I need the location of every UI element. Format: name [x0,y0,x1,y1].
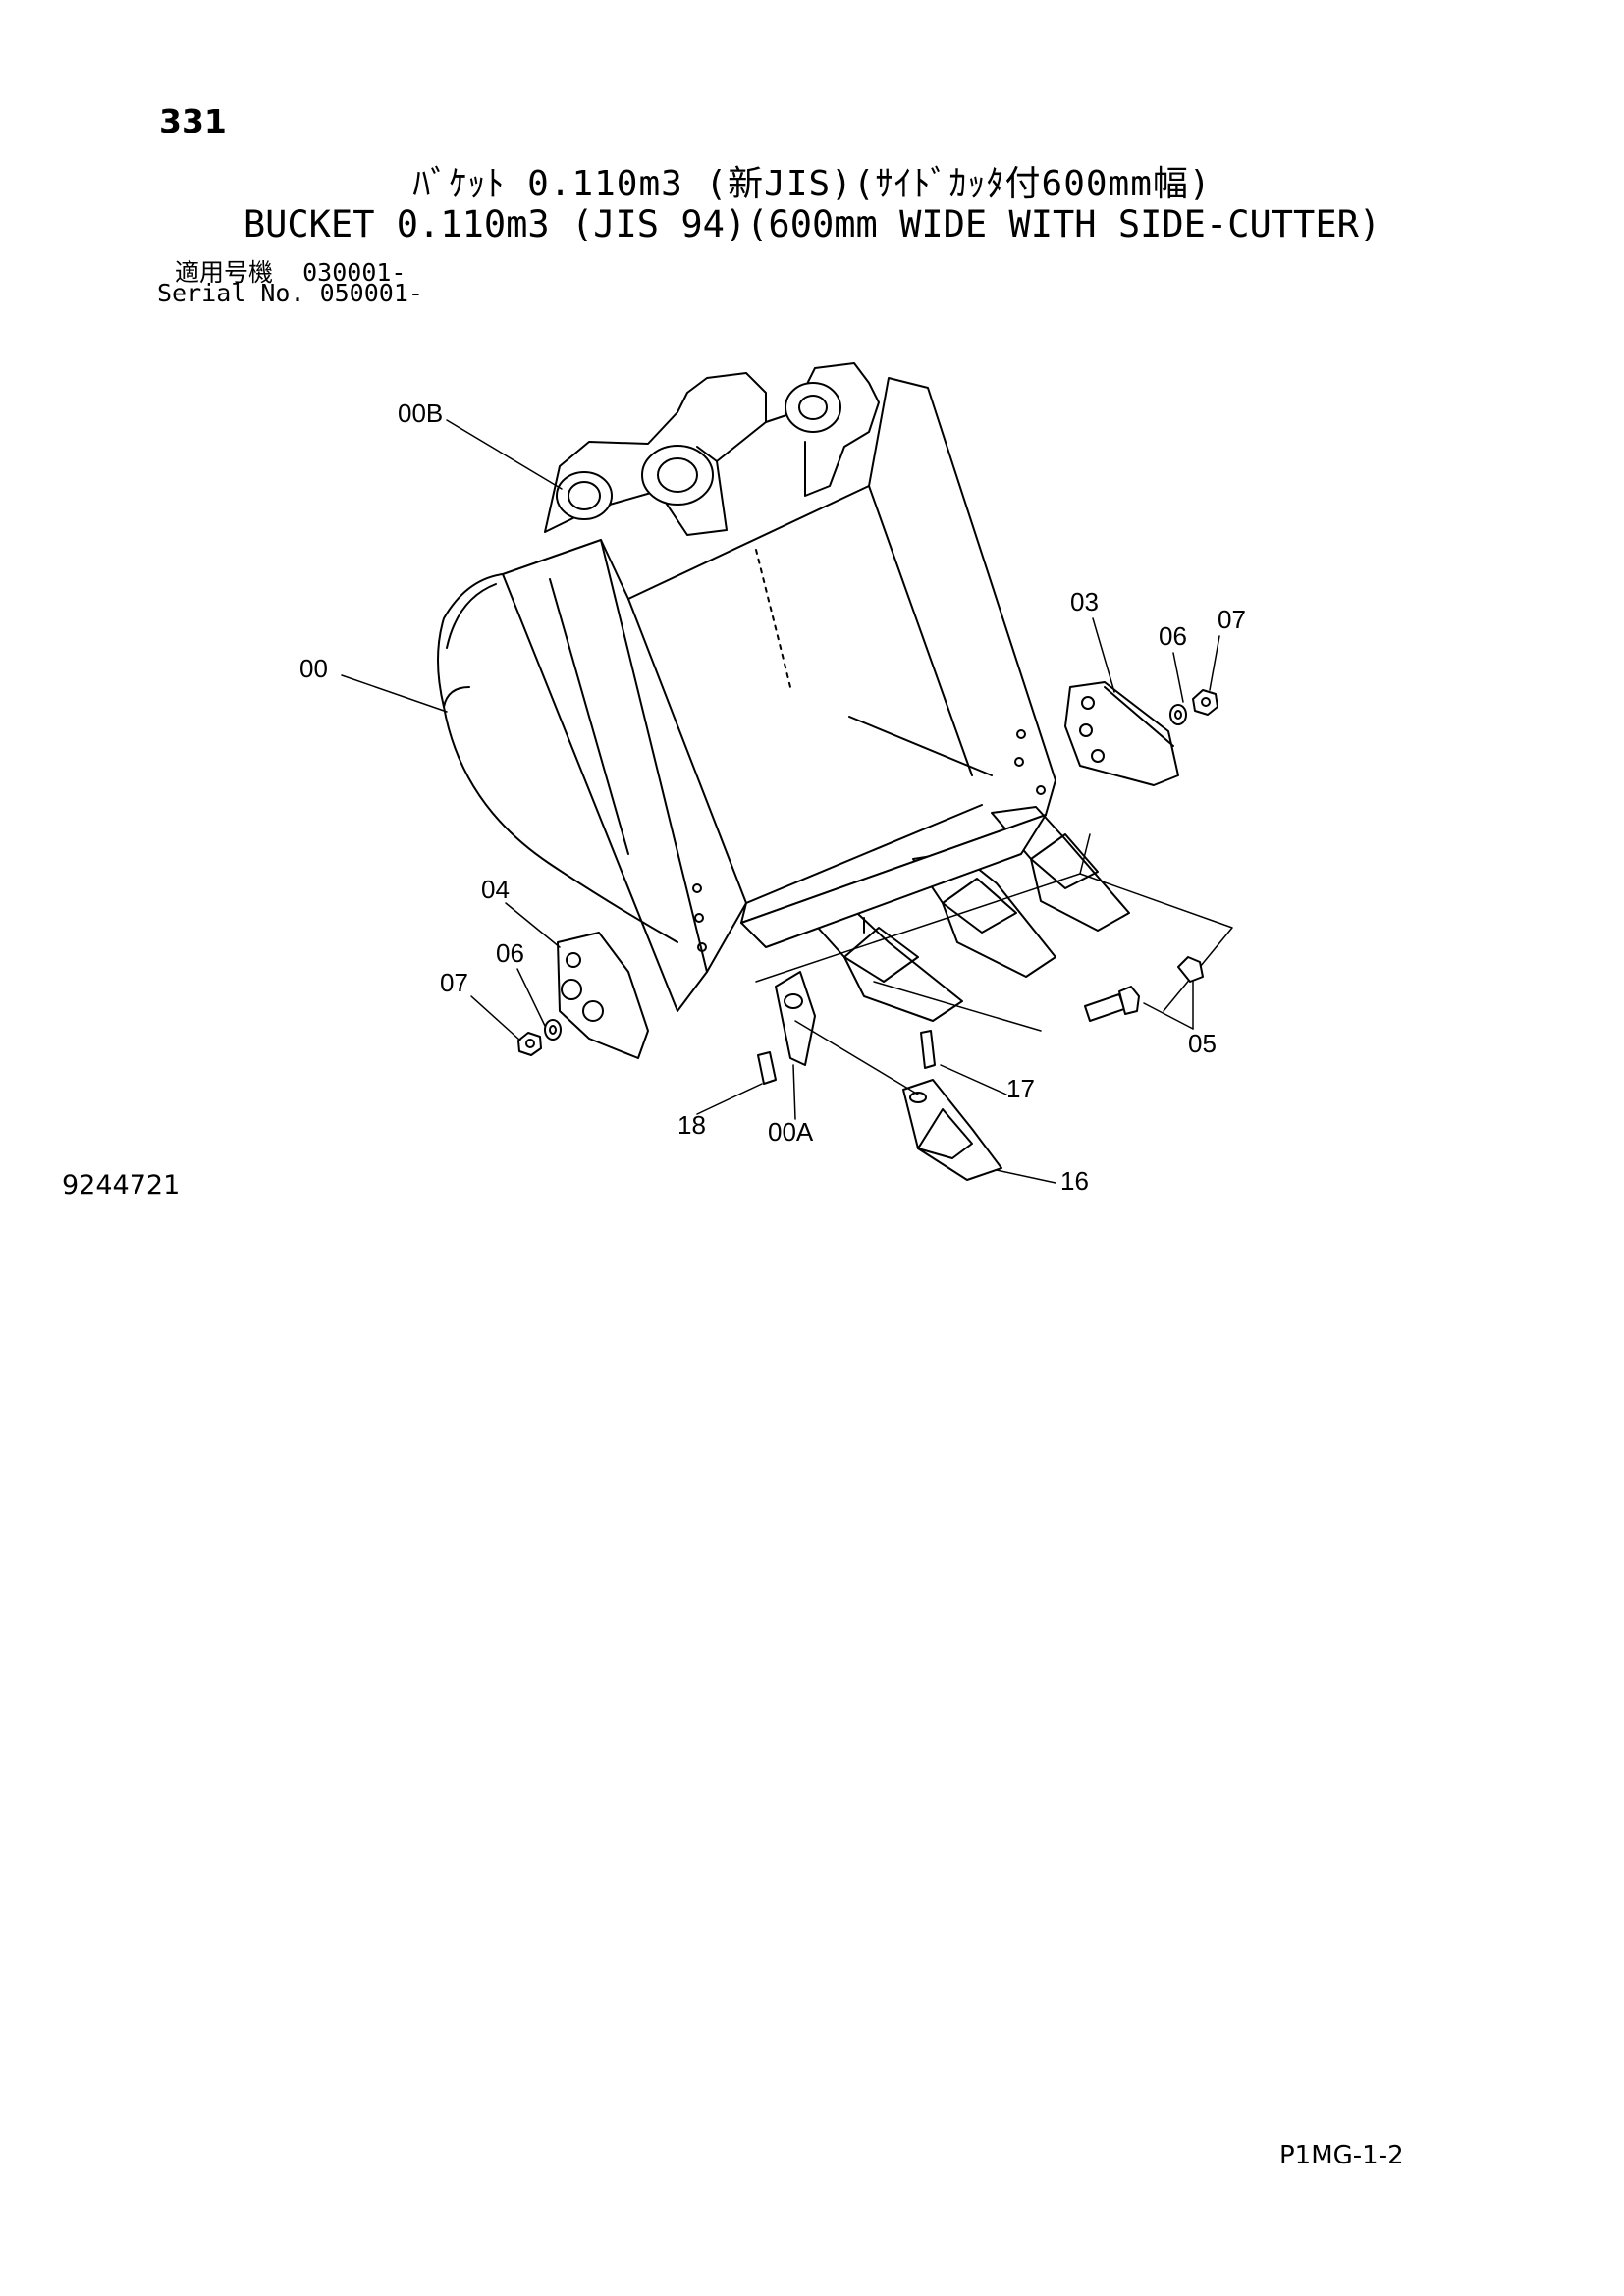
callout-18: 18 [677,1110,706,1140]
side-cutter-left [557,932,649,1059]
callout-07-right: 07 [1218,605,1246,634]
page-code: P1MG-1-2 [1279,2141,1404,2170]
pin-18 [757,1051,777,1085]
callout-16: 16 [1060,1166,1089,1196]
leader-lines [341,419,1220,1184]
side-cutter-right [1064,681,1179,786]
callout-04: 04 [481,875,510,904]
serial-range-en: Serial No. 050001- [157,279,423,307]
title-japanese: ﾊﾞｹｯﾄ 0.110m3 (新JIS)(ｻｲﾄﾞｶｯﾀ付600mm幅) [412,164,1212,204]
loose-tooth-16 [902,1079,1002,1181]
callout-17: 17 [1006,1074,1035,1103]
callout-07-left: 07 [440,968,468,997]
callout-00b: 00B [398,399,443,428]
title-english: BUCKET 0.110m3 (JIS 94)(600mm WIDE WITH … [243,203,1381,245]
serial-value-en: 050001- [319,279,423,307]
serial-range-jp: 適用号機 030001- [175,253,406,289]
callout-06-right: 06 [1159,621,1187,651]
callout-06-left: 06 [496,938,524,968]
serial-label-en: Serial No. [157,279,305,307]
callout-05: 05 [1188,1029,1217,1058]
callout-00: 00 [299,654,328,683]
page-number: 331 [159,102,227,140]
nuts-and-washers [517,689,1218,1056]
teeth-and-adapters [740,806,1233,1066]
serial-label-jp: 適用号機 [175,258,274,287]
drawing-number: 9244721 [62,1170,181,1201]
serial-value-jp: 030001- [302,258,406,287]
callout-03: 03 [1070,587,1099,616]
callout-00a: 00A [768,1117,814,1147]
pin-17 [920,1030,936,1069]
bolts-05 [1084,956,1204,1022]
mounting-brackets [544,362,880,536]
